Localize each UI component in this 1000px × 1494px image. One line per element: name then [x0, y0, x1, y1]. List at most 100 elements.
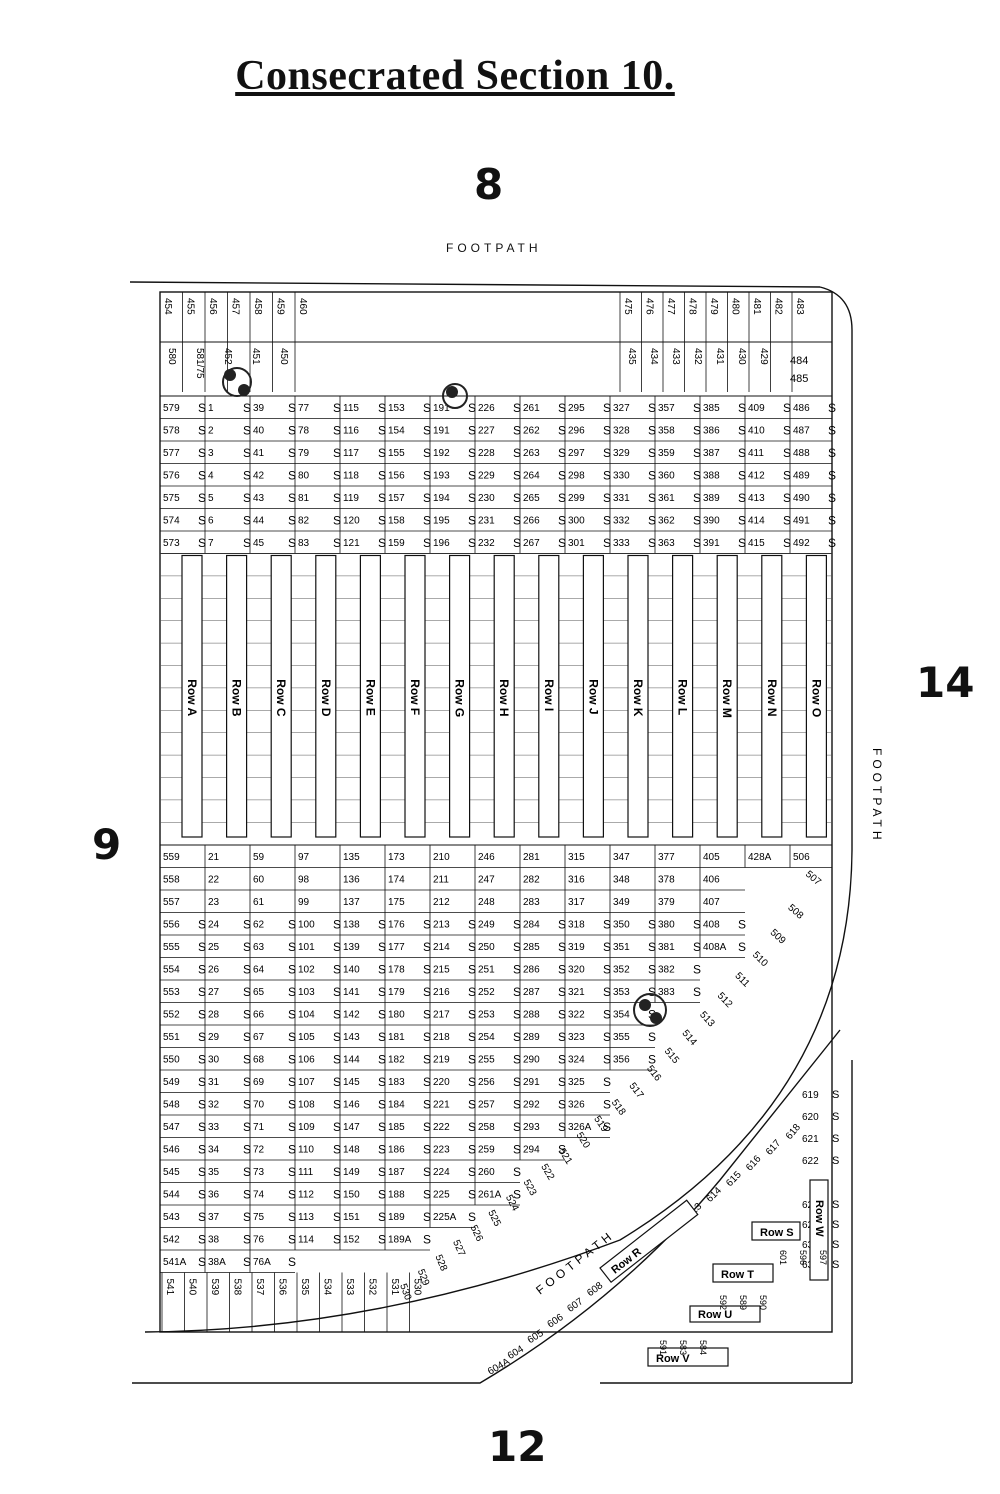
- plot-marker: S: [288, 1165, 296, 1179]
- plot-number: 479: [708, 298, 719, 315]
- plot-number: 483: [794, 298, 805, 315]
- plot-marker: S: [468, 401, 476, 415]
- plot-marker: S: [198, 1233, 206, 1247]
- plot-marker: S: [648, 469, 656, 483]
- plot-marker: S: [333, 514, 341, 528]
- plot-marker: S: [198, 1030, 206, 1044]
- plot-marker: S: [738, 469, 746, 483]
- plot-number: 117: [343, 448, 359, 459]
- plot-marker: S: [558, 491, 566, 505]
- plot-marker: S: [198, 469, 206, 483]
- plot-number: 110: [298, 1145, 314, 1156]
- plot-number: 25: [208, 942, 220, 953]
- plot-marker: S: [693, 446, 701, 460]
- plot-number: 477: [665, 298, 676, 315]
- row-label: Row I: [542, 679, 556, 711]
- plot-marker: S: [288, 1008, 296, 1022]
- plot-number: 315: [568, 852, 585, 863]
- adjacent-section-west: 9: [92, 820, 122, 869]
- plot-number: 191: [433, 403, 450, 414]
- plot-number: 34: [208, 1145, 220, 1156]
- plot-marker: S: [603, 469, 611, 483]
- plot-number: 183: [388, 1077, 405, 1088]
- plot-number: 182: [388, 1055, 405, 1066]
- plot-number: 3: [208, 448, 214, 459]
- plot-number: 39: [253, 403, 265, 414]
- plot-marker: S: [468, 1188, 476, 1202]
- plot-number: 391: [703, 538, 720, 549]
- plot-number: 581/75: [194, 348, 205, 379]
- plot-number: 141: [343, 987, 360, 998]
- plot-marker: S: [378, 985, 386, 999]
- plot-number: 142: [343, 1010, 360, 1021]
- plot-marker: S: [378, 918, 386, 932]
- plot-marker: S: [738, 940, 746, 954]
- plot-number: 605: [526, 1328, 546, 1347]
- plot-number: 331: [613, 493, 630, 504]
- plot-number: 509: [768, 927, 788, 947]
- plot-marker: S: [738, 514, 746, 528]
- plot-marker: S: [648, 424, 656, 438]
- plot-number: 475: [622, 298, 633, 315]
- plot-marker: S: [333, 1188, 341, 1202]
- plot-number: 359: [658, 448, 675, 459]
- plot-number: 521: [556, 1146, 574, 1166]
- plot-number: 380: [658, 920, 675, 931]
- plot-marker: S: [513, 1098, 521, 1112]
- plot-number: 214: [433, 942, 450, 953]
- plot-marker: S: [423, 963, 431, 977]
- plot-number: 158: [388, 516, 405, 527]
- row-block: [716, 554, 738, 838]
- plot-number: 539: [209, 1279, 220, 1296]
- plot-number: 37: [208, 1212, 220, 1223]
- plot-number: 557: [163, 897, 180, 908]
- plot-marker: S: [378, 1120, 386, 1134]
- plot-marker: S: [513, 514, 521, 528]
- plot-number: 215: [433, 965, 450, 976]
- plot-number: 73: [253, 1167, 265, 1178]
- plot-number: 250: [478, 942, 495, 953]
- plot-marker: S: [828, 536, 836, 550]
- plot-marker: S: [832, 1239, 839, 1251]
- plot-marker: S: [468, 469, 476, 483]
- row-label: Row O: [809, 679, 823, 717]
- plot-marker: S: [333, 1120, 341, 1134]
- plot-number: 31: [208, 1077, 220, 1088]
- plot-number: 156: [388, 471, 405, 482]
- plot-number: 224: [433, 1167, 450, 1178]
- plot-number: 288: [523, 1010, 540, 1021]
- plot-number: 409: [748, 403, 765, 414]
- plot-number: 118: [343, 471, 359, 482]
- plot-marker: S: [468, 1098, 476, 1112]
- plot-number: 139: [343, 942, 360, 953]
- plot-number: 578: [163, 426, 180, 437]
- plot-marker: S: [288, 963, 296, 977]
- plot-marker: S: [828, 514, 836, 528]
- plot-marker: S: [558, 940, 566, 954]
- plot-marker: S: [513, 424, 521, 438]
- plot-marker: S: [243, 514, 251, 528]
- plot-number: 230: [478, 493, 495, 504]
- plot-marker: S: [423, 424, 431, 438]
- plot-number: 218: [433, 1032, 450, 1043]
- plot-number: 294: [523, 1145, 540, 1156]
- plot-marker: S: [243, 1165, 251, 1179]
- plot-number: 328: [613, 426, 630, 437]
- plot-marker: S: [288, 985, 296, 999]
- plot-marker: S: [648, 1053, 656, 1067]
- plot-number: 28: [208, 1010, 220, 1021]
- plot-number: 451: [250, 348, 261, 365]
- plot-number: 433: [670, 348, 681, 365]
- plot-number: 290: [523, 1055, 540, 1066]
- plot-number: 27: [208, 987, 220, 998]
- row-label: Row K: [631, 679, 645, 717]
- plot-marker: S: [243, 1053, 251, 1067]
- plot-marker: S: [828, 491, 836, 505]
- row-block: [761, 554, 783, 838]
- plot-marker: S: [288, 1053, 296, 1067]
- plot-number: 76A: [253, 1257, 271, 1268]
- plot-number: 66: [253, 1010, 265, 1021]
- plot-number: 114: [298, 1235, 314, 1246]
- plot-marker: S: [468, 491, 476, 505]
- row-block: [449, 554, 471, 838]
